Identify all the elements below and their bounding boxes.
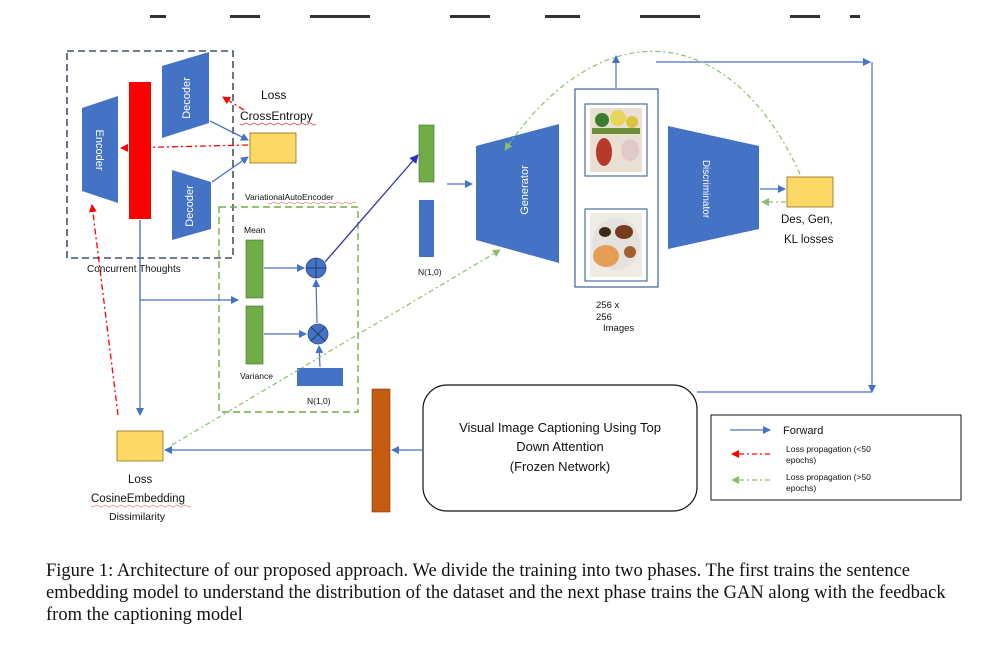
captioning-network-box — [422, 384, 698, 512]
arrow-decoder-bottom-to-loss — [211, 156, 249, 183]
loss-top-name: CrossEntropy — [240, 109, 313, 123]
legend-box — [710, 414, 962, 501]
cosine-underline — [90, 504, 192, 508]
decoder-top-label: Decoder — [181, 77, 193, 119]
captioning-line3: (Frozen Network) — [510, 459, 610, 474]
generator-block — [476, 124, 559, 263]
arrow-mult-to-sum — [312, 279, 321, 324]
food-image-top — [590, 108, 642, 172]
loss-top-label: Loss — [261, 88, 286, 102]
loss-bottom-sub: Dissimilarity — [109, 511, 166, 523]
legend-green-label-2: epochs) — [786, 483, 816, 493]
encoder-block — [82, 96, 118, 203]
mean-bar — [245, 239, 264, 299]
caption-embedding-bar — [371, 388, 391, 513]
noise-inner-label: N(1,0) — [307, 396, 331, 406]
loss-bottom-name: CosineEmbedding — [91, 493, 185, 505]
loss-top-box — [249, 132, 297, 164]
encoder-label: Encoder — [93, 130, 105, 171]
legend-red-label-2: epochs) — [786, 455, 816, 465]
gan-losses-line2: KL losses — [784, 234, 834, 246]
loss-bottom-label: Loss — [128, 474, 153, 486]
legend-red-label-1: Loss propagation (<50 — [786, 444, 871, 454]
red-loss-to-decoder — [222, 96, 245, 111]
cropped-top-text — [150, 15, 860, 18]
decoder-bottom-block — [172, 170, 211, 240]
red-cosine-to-encoder — [88, 204, 119, 416]
spellcheck-underline — [239, 122, 317, 126]
decoder-top-block — [162, 52, 209, 138]
arrow-sum-to-latent — [324, 154, 419, 263]
images-label-2: 256 — [596, 312, 612, 323]
food-image-bottom — [590, 213, 642, 277]
noise-mid-bar — [419, 200, 434, 257]
captioning-line1: Visual Image Captioning Using Top — [459, 420, 661, 435]
legend-green-label-1: Loss propagation (>50 — [786, 472, 871, 482]
green-loss-to-generator-diag — [171, 249, 501, 446]
figure-caption: Figure 1: Architecture of our proposed a… — [46, 561, 946, 625]
variance-label: Variance — [240, 371, 273, 381]
images-label-1: 256 x — [596, 300, 619, 311]
vae-label: VariationalAutoEncoder — [245, 192, 334, 202]
legend-forward-label: Forward — [783, 425, 823, 437]
noise-mid-label: N(1,0) — [418, 267, 442, 277]
gan-losses-line1: Des, Gen, — [781, 214, 833, 226]
cosine-loss-box — [116, 430, 164, 462]
discriminator-block — [668, 126, 759, 249]
arrow-noise-to-mult — [315, 345, 324, 368]
vae-dashed-box — [218, 206, 359, 413]
gan-loss-box — [786, 176, 834, 208]
autoencoder-dashed-box — [66, 50, 234, 259]
variance-bar — [245, 305, 264, 365]
images-frame — [574, 88, 659, 288]
concurrent-thoughts-label: Concurrent Thoughts — [87, 264, 181, 275]
latent-green-bar — [418, 124, 435, 183]
vae-underline — [267, 201, 357, 205]
concurrent-thoughts-bar — [129, 82, 151, 219]
discriminator-label: Discriminator — [700, 160, 711, 219]
images-label-3: Images — [603, 323, 634, 334]
generator-label: Generator — [519, 165, 531, 215]
mean-label: Mean — [244, 225, 266, 235]
arrow-decoder-top-to-loss — [209, 120, 249, 141]
captioning-line2: Down Attention — [516, 439, 603, 454]
decoder-bottom-label: Decoder — [184, 185, 196, 227]
noise-inner-block — [297, 368, 343, 386]
